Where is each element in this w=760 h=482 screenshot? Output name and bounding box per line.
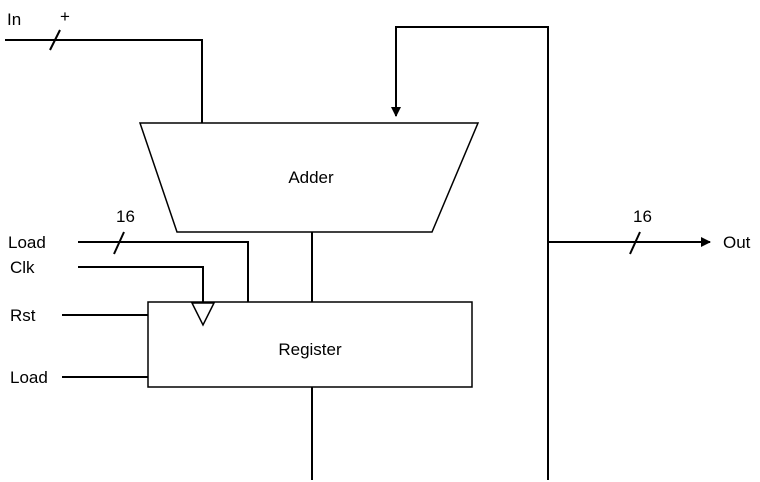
clk-wire [78, 266, 204, 302]
rst-label: Rst [10, 306, 36, 325]
load-bus-width-label: 16 [116, 207, 135, 226]
load-bottom-label: Load [10, 368, 48, 387]
register-label: Register [278, 340, 342, 359]
output-width-label: 16 [633, 207, 652, 226]
input-label: In [7, 10, 21, 29]
adder-block [138, 122, 480, 233]
input-wire [5, 29, 203, 123]
output-wire [548, 231, 711, 255]
adder-label: Adder [288, 168, 334, 187]
output-label: Out [723, 233, 751, 252]
clock-input-icon [190, 302, 216, 327]
input-sign: + [60, 7, 70, 26]
load-bus-wire [78, 231, 249, 302]
clk-label: Clk [10, 258, 35, 277]
feedback-wire [391, 26, 549, 480]
load-top-label: Load [8, 233, 46, 252]
